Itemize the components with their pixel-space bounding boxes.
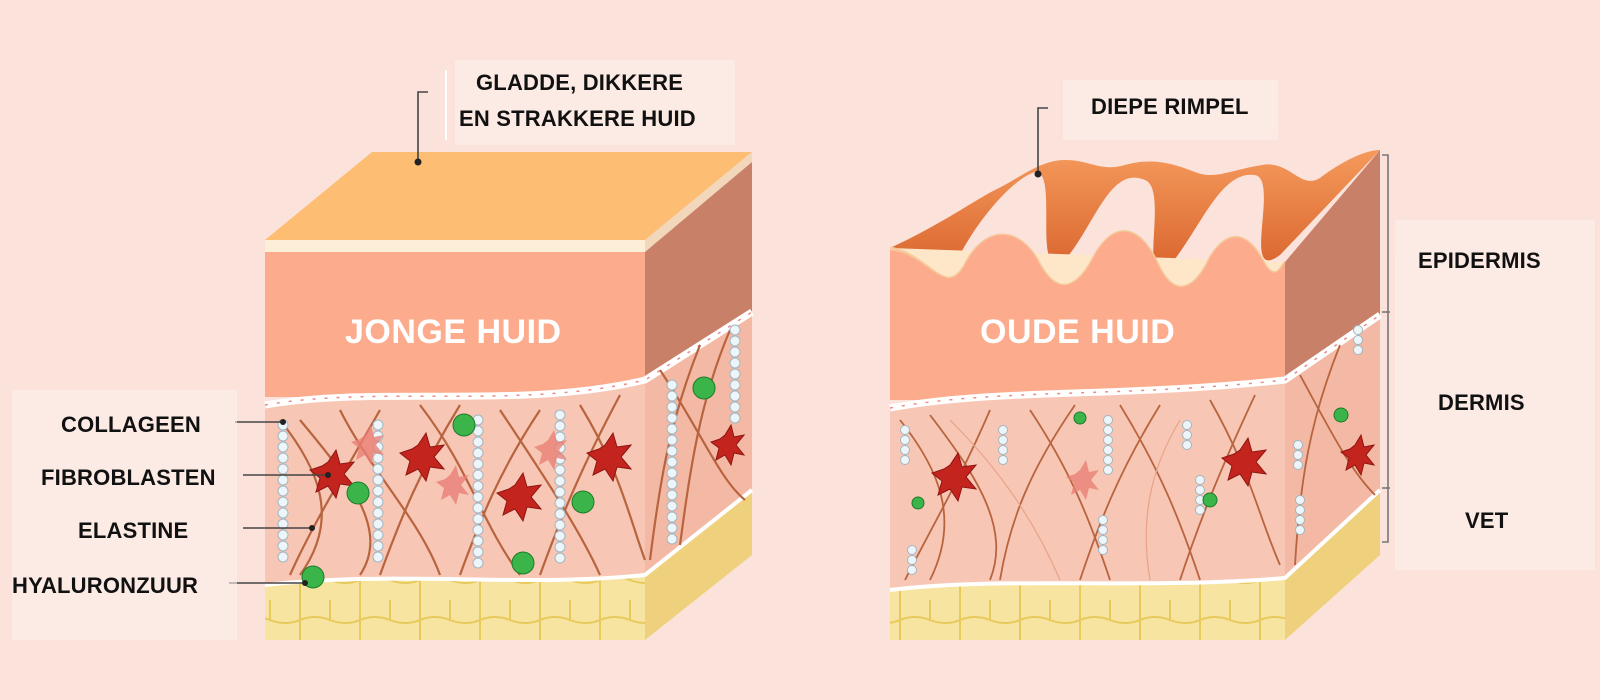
young-skin-block [264,152,754,640]
callout-lines [229,70,1390,584]
old-skin-block [889,150,1382,640]
fibroblasts-label: FIBROBLASTEN [41,465,216,490]
collagen-label: COLLAGEEN [61,412,201,437]
young-skin-top [265,152,752,240]
old-side-face [1285,150,1380,400]
young-fat-layer [265,575,645,640]
old-skin-title: OUDE HUID [980,313,1176,351]
young-callout-line2: EN STRAKKERE HUID [459,106,696,131]
old-callout-leader [1037,107,1048,174]
hyaluronic-label: HYALURONZUUR [12,573,199,598]
young-callout-leader [417,91,428,162]
young-side-face [645,162,752,400]
young-skin-top-edge [265,240,645,252]
young-collagen-chains [277,324,741,569]
young-fibroblasts [308,423,746,523]
young-hyaluronic-spheres [301,376,716,589]
dermis-label: DERMIS [1438,390,1525,415]
old-fat-layer [890,578,1285,640]
elastin-label: ELASTINE [78,518,189,543]
layer-bracket [1382,154,1389,543]
fat-label: VET [1465,508,1509,533]
young-callout-line1: GLADDE, DIKKERE [476,70,684,95]
young-skin-title: JONGE HUID [345,313,562,351]
epidermis-label: EPIDERMIS [1418,248,1541,273]
old-collagen-fragments [900,325,1363,575]
old-elastin-fibers [899,344,1376,581]
old-fibroblasts [930,433,1376,503]
old-hyaluronic-spheres [911,407,1349,510]
old-callout-label: DIEPE RIMPEL [1091,94,1249,119]
